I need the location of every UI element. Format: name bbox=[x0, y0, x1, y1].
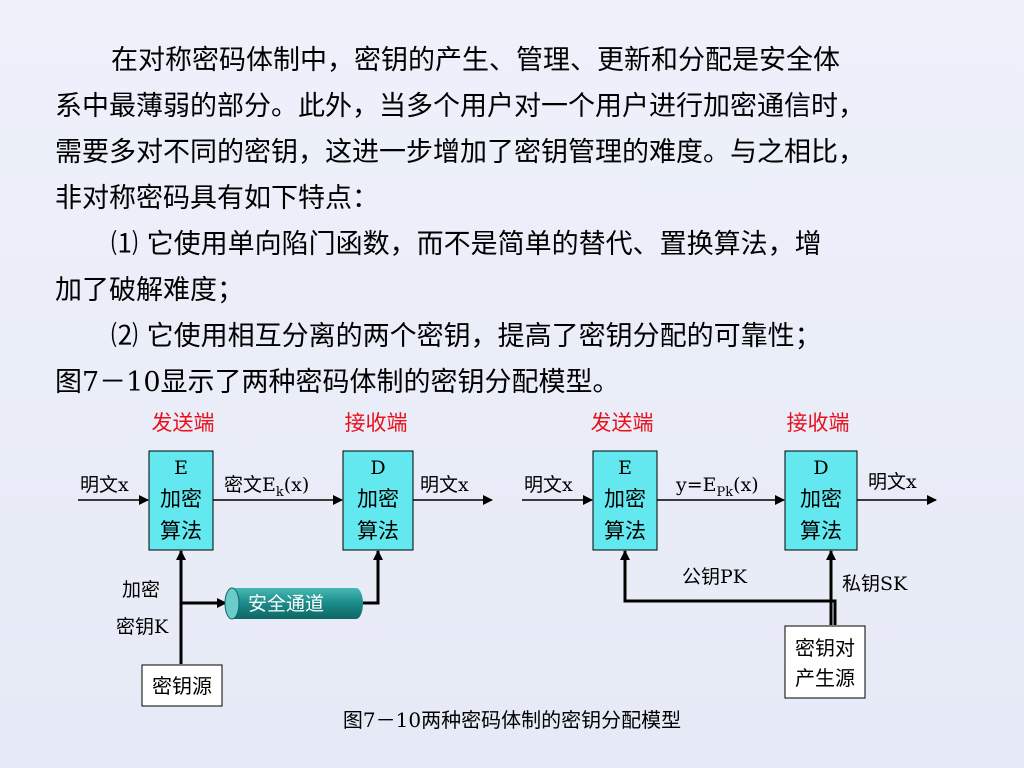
enc-key-label: 密钥K bbox=[116, 616, 169, 638]
keypair-source-label: 产生源 bbox=[795, 666, 855, 690]
decrypt-box-line: 加密 bbox=[357, 487, 399, 511]
decrypt-box-line: D bbox=[813, 457, 828, 479]
key-source-box bbox=[141, 664, 223, 707]
plaintext-out-label: 明文x bbox=[420, 474, 469, 496]
plaintext-label: 明文x bbox=[80, 474, 129, 496]
paragraph-line: 需要多对不同的密钥，这进一步增加了密钥管理的难度。与之相比， bbox=[55, 137, 865, 168]
paragraph-line: 在对称密码体制中，密钥的产生、管理、更新和分配是安全体 bbox=[111, 45, 840, 76]
encrypt-box-line: 加密 bbox=[604, 487, 646, 511]
sender-label: 发送端 bbox=[591, 411, 654, 435]
encrypt-box-line: 算法 bbox=[604, 519, 646, 543]
encrypt-box-line: E bbox=[618, 457, 632, 479]
channel-to-decrypt-line bbox=[363, 550, 383, 605]
receiver-label: 接收端 bbox=[345, 411, 408, 435]
paragraph-line: ⑵ 它使用相互分离的两个密钥，提高了密钥分配的可靠性； bbox=[111, 321, 822, 352]
decrypt-box-line: 算法 bbox=[800, 519, 842, 543]
paragraph-line: 非对称密码具有如下特点： bbox=[55, 183, 379, 214]
encrypt-box-line: 算法 bbox=[160, 519, 202, 543]
receiver-label: 接收端 bbox=[787, 411, 850, 435]
public-key-line bbox=[620, 550, 837, 625]
plaintext-out-label: 明文x bbox=[868, 471, 917, 493]
ciphertext-label: y=EPk(x) bbox=[675, 474, 759, 500]
encrypt-box-line: 加密 bbox=[160, 487, 202, 511]
figure-caption: 图7－10两种密码体制的密钥分配模型 bbox=[343, 708, 681, 732]
plaintext-label: 明文x bbox=[524, 474, 573, 496]
decrypt-box-line: D bbox=[370, 457, 385, 479]
decrypt-box bbox=[784, 450, 858, 551]
paragraph-line: ⑴ 它使用单向陷门函数，而不是简单的替代、置换算法，增 bbox=[111, 229, 822, 260]
paragraph-line: 加了破解难度； bbox=[55, 275, 244, 306]
enc-key-label: 加密 bbox=[122, 579, 160, 601]
keypair-source-label: 密钥对 bbox=[795, 636, 855, 660]
secure-channel-pipe: 安全通道 bbox=[224, 587, 363, 620]
decrypt-box bbox=[342, 450, 414, 551]
encrypt-box-line: E bbox=[174, 457, 188, 479]
private-key-label: 私钥SK bbox=[842, 573, 908, 595]
paragraph-line: 图7－10显示了两种密码体制的密钥分配模型。 bbox=[55, 367, 620, 398]
key-source-label: 密钥源 bbox=[152, 674, 212, 698]
secure-channel-label: 安全通道 bbox=[248, 593, 324, 615]
keypair-source-box bbox=[784, 625, 866, 699]
ciphertext-label: 密文Ek(x) bbox=[224, 474, 309, 500]
sender-label: 发送端 bbox=[152, 411, 215, 435]
paragraph-line: 系中最薄弱的部分。此外，当多个用户对一个用户进行加密通信时， bbox=[55, 91, 865, 122]
public-key-label: 公钥PK bbox=[682, 566, 748, 588]
decrypt-box-line: 加密 bbox=[800, 487, 842, 511]
encrypt-box bbox=[148, 450, 214, 551]
body-text: 在对称密码体制中，密钥的产生、管理、更新和分配是安全体 系中最薄弱的部分。此外，… bbox=[55, 38, 985, 406]
decrypt-box-line: 算法 bbox=[357, 519, 399, 543]
